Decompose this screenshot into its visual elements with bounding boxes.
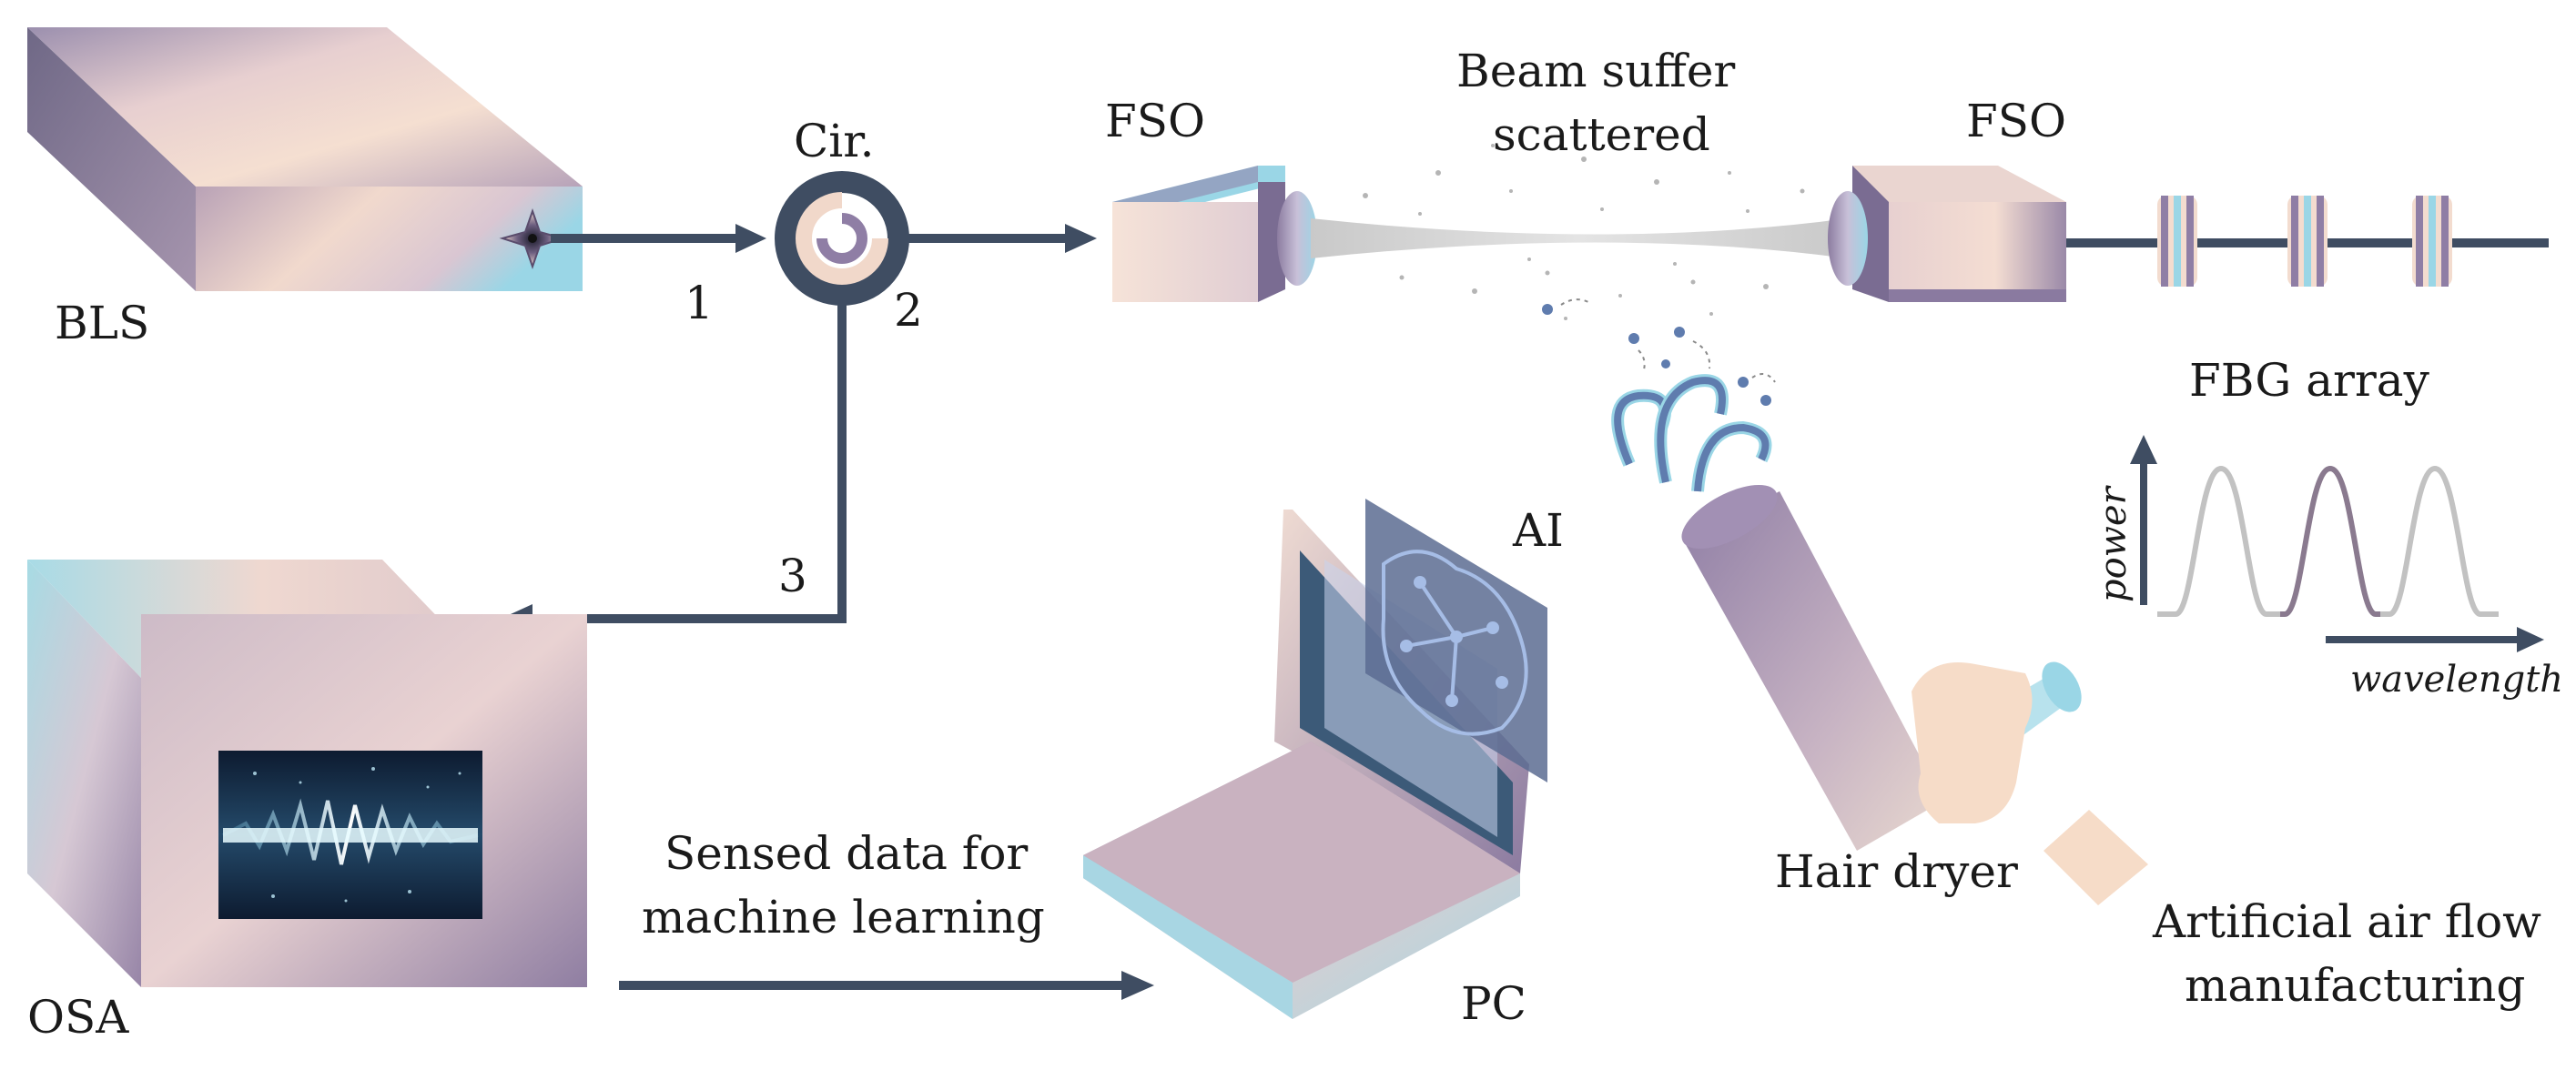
beam-label-line1: Beam suffer (1456, 45, 1735, 97)
airflow-label-line2: manufacturing (2185, 959, 2525, 1012)
grating-icon (2157, 196, 2452, 287)
circulator-icon (775, 171, 909, 306)
airflow-icon (1542, 298, 1776, 492)
bls-source (27, 27, 583, 291)
port1-label: 1 (685, 277, 714, 329)
data-link-arrow (1121, 971, 1154, 1000)
arrow-port1 (735, 224, 766, 253)
sensed-label-line1: Sensed data for (664, 827, 1028, 880)
sensed-label-line2: machine learning (642, 891, 1045, 944)
arrow-port2 (1065, 224, 1097, 253)
fiber-port3 (532, 295, 847, 623)
hair-dryer-label: Hair dryer (1775, 845, 2018, 898)
free-space-beam (1311, 144, 1848, 320)
bls-label: BLS (55, 297, 149, 349)
starburst-icon (499, 207, 566, 270)
port2-label: 2 (894, 284, 923, 337)
osa-label: OSA (27, 991, 129, 1044)
peak-3 (2380, 465, 2499, 617)
airflow-label-line1: Artificial air flow (2152, 895, 2541, 948)
power-axis-label: power (2093, 484, 2135, 602)
neural-network-icon (1324, 499, 1547, 837)
peak-1 (2157, 465, 2280, 617)
pc-label: PC (1461, 977, 1526, 1030)
ai-label: AI (1512, 504, 1564, 557)
osa-analyzer (27, 560, 587, 987)
beam-label-line2: scattered (1493, 108, 1710, 161)
spectrum-inset: power wavelength (2093, 435, 2563, 701)
circulator-label: Cir. (794, 115, 875, 167)
osa-screen (218, 751, 482, 919)
fso-right-label: FSO (1966, 95, 2066, 147)
peak-2 (2280, 465, 2380, 617)
port3-label: 3 (778, 550, 807, 602)
hand-icon (1912, 662, 2148, 905)
fso-left (1112, 166, 1317, 302)
hair-dryer (1681, 484, 2082, 851)
wavelength-axis-label: wavelength (2350, 659, 2563, 701)
fso-right (1828, 166, 2066, 302)
fbg-label: FBG array (2189, 354, 2430, 407)
fso-left-label: FSO (1105, 95, 1205, 147)
